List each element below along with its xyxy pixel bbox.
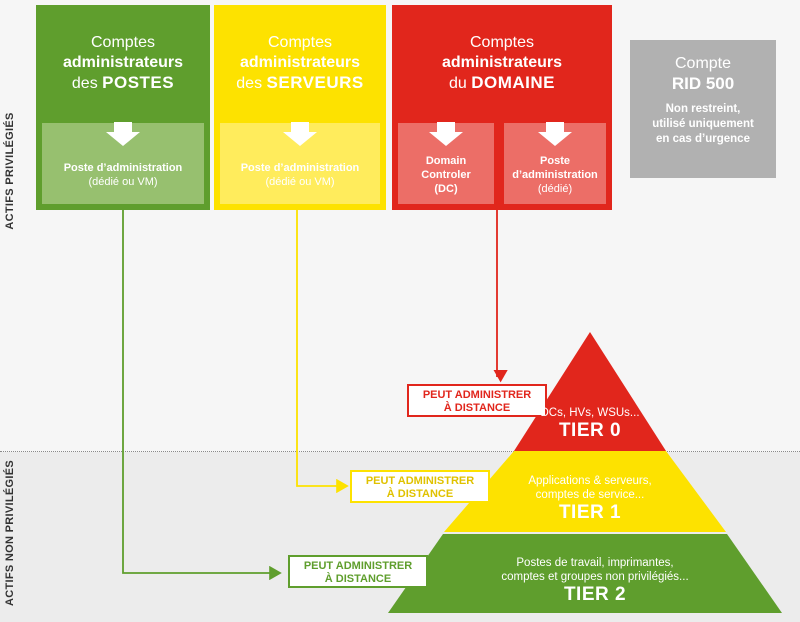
serveurs-admin-accounts-box: Comptes administrateurs des SERVEURS Pos… <box>214 5 386 210</box>
postes-admin-workstation-box: Poste d’administration (dédié ou VM) <box>42 122 204 204</box>
serveurs-title-line2: administrateurs <box>239 54 361 71</box>
serveurs-title-line3-prefix: des <box>236 75 267 92</box>
serveurs-sub-line1: Poste d’administration <box>240 162 360 174</box>
down-arrow-icon <box>283 122 317 146</box>
tier1-desc1: Applications & serveurs, <box>528 475 652 487</box>
zone-divider <box>0 451 800 452</box>
serveurs-connector <box>296 210 349 494</box>
badge-yellow-line1: PEUT ADMINISTRER <box>365 475 475 487</box>
tier2-desc2: comptes et groupes non privilégiés... <box>501 571 689 583</box>
postes-sub-line1: Poste d’administration <box>63 162 183 174</box>
badge-green-line1: PEUT ADMINISTRER <box>303 560 413 572</box>
domaine-admin-sub-line1: Poste <box>540 155 570 167</box>
domaine-admin-sub-line2: d’administration <box>512 169 598 181</box>
badge-yellow-line2: À DISTANCE <box>386 488 454 500</box>
dc-sub-line1: Domain <box>425 155 467 167</box>
tier0-desc: DCs, HVs, WSUs... <box>540 407 640 419</box>
postes-admin-accounts-box: Comptes administrateurs des POSTES Poste… <box>36 5 210 210</box>
postes-title-line3-prefix: des <box>71 75 103 92</box>
postes-sub-line2: (dédié ou VM) <box>88 176 158 188</box>
tier2-name: TIER 2 <box>563 584 627 605</box>
domain-controller-box: Domain Controler (DC) <box>398 122 494 204</box>
domaine-title-line3-strong: DOMAINE <box>471 73 556 92</box>
domaine-title-line1: Comptes <box>469 34 535 51</box>
domaine-title-line3-prefix: du <box>448 75 472 92</box>
down-arrow-icon <box>538 122 572 146</box>
tier0-layer <box>514 332 666 451</box>
rid500-desc-line2: utilisé uniquement <box>652 118 754 130</box>
serveurs-title-line1: Comptes <box>267 34 333 51</box>
tier2-label: Postes de travail, imprimantes, comptes … <box>455 556 735 606</box>
domaine-admin-accounts-box: Comptes administrateurs du DOMAINE Domai… <box>392 5 612 210</box>
rid500-account-box: Compte RID 500 Non restreint, utilisé un… <box>630 40 776 178</box>
rid500-desc-line3: en cas d’urgence <box>656 133 750 145</box>
rid500-desc-line1: Non restreint, <box>665 103 741 115</box>
down-arrow-icon <box>106 122 140 146</box>
tier2-desc1: Postes de travail, imprimantes, <box>516 557 674 569</box>
postes-title-line1: Comptes <box>90 34 156 51</box>
domaine-title-line2: administrateurs <box>441 54 563 71</box>
down-arrow-icon <box>429 122 463 146</box>
tier1-name: TIER 1 <box>558 502 622 523</box>
remote-admin-badge-tier0: PEUT ADMINISTRER À DISTANCE <box>407 384 547 417</box>
domaine-admin-workstation-box: Poste d’administration (dédié) <box>504 122 606 204</box>
tier1-desc2: comptes de service... <box>535 489 645 501</box>
tier0-name: TIER 0 <box>558 420 622 441</box>
tier0-label: DCs, HVs, WSUs... TIER 0 <box>510 406 670 442</box>
postes-title-line3-strong: POSTES <box>102 73 175 92</box>
remote-admin-badge-tier2: PEUT ADMINISTRER À DISTANCE <box>288 555 428 588</box>
serveurs-title-line3-strong: SERVEURS <box>266 73 364 92</box>
rid500-title-line2: RID 500 <box>671 74 735 93</box>
tier2-layer <box>388 534 782 613</box>
rid500-title-line1: Compte <box>674 55 732 72</box>
dc-sub-line2: Controler <box>421 169 471 181</box>
dc-sub-line3: (DC) <box>434 183 458 195</box>
badge-red-line1: PEUT ADMINISTRER <box>422 389 532 401</box>
postes-title-line2: administrateurs <box>62 54 184 71</box>
tier1-layer <box>444 451 726 532</box>
serveurs-sub-line2: (dédié ou VM) <box>265 176 335 188</box>
postes-connector <box>122 210 282 581</box>
badge-green-line2: À DISTANCE <box>324 573 392 585</box>
serveurs-admin-workstation-box: Poste d’administration (dédié ou VM) <box>220 122 380 204</box>
badge-red-line2: À DISTANCE <box>443 402 511 414</box>
tier1-label: Applications & serveurs, comptes de serv… <box>470 474 710 524</box>
remote-admin-badge-tier1: PEUT ADMINISTRER À DISTANCE <box>350 470 490 503</box>
domaine-admin-sub-line3: (dédié) <box>537 183 573 195</box>
